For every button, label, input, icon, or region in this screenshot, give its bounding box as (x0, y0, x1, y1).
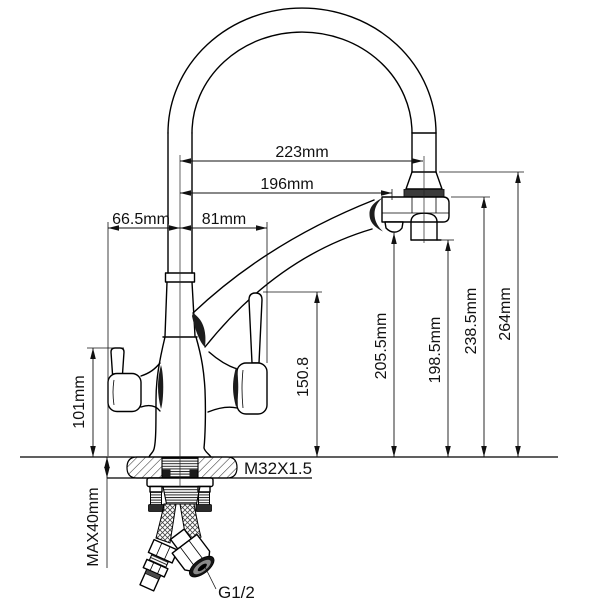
dim-label-196: 196mm (260, 176, 313, 193)
dim-label-81: 81mm (202, 211, 246, 228)
spout-head (369, 156, 450, 243)
hose-left (155, 503, 177, 544)
dim-label-198-5: 198.5mm (427, 317, 444, 384)
dimension-81mm: 81mm (180, 211, 268, 363)
dimension-238-5mm: 238.5mm (451, 196, 490, 457)
dimension-264mm: 264mm (439, 171, 524, 457)
left-handle-lever (110, 347, 125, 375)
dimension-101mm: 101mm (71, 347, 124, 457)
dimension-198-5mm: 198.5mm (427, 239, 454, 457)
swivel-joint (369, 197, 383, 232)
thread-spec-label: M32X1.5 (244, 459, 312, 478)
dim-label-101: 101mm (71, 375, 88, 428)
dimension-196mm: 196mm (180, 176, 393, 200)
spout-arm (192, 199, 375, 348)
faucet-body (148, 155, 212, 487)
dimension-150-8: 150.8 (263, 291, 322, 457)
dimension-66-5mm: 66.5mm (107, 211, 180, 456)
right-handle (207, 292, 268, 415)
dim-label-238-5: 238.5mm (463, 288, 480, 355)
dim-label-66-5: 66.5mm (112, 211, 170, 228)
mounting-stud-right (198, 491, 210, 506)
dim-label-223: 223mm (275, 144, 328, 161)
dim-label-150-8: 150.8 (295, 357, 312, 397)
mounting-stud-left (150, 491, 162, 506)
dimension-223mm: 223mm (180, 144, 423, 164)
dim-label-205-5: 205.5mm (373, 313, 390, 380)
mounting-nut-right (195, 504, 212, 512)
hose-fitting-left (139, 538, 179, 592)
shank-collar (162, 485, 201, 505)
connection-spec: G1/2 (204, 566, 255, 600)
connection-spec-label: G1/2 (218, 583, 255, 600)
dimension-205-5mm: 205.5mm (373, 233, 397, 457)
right-handle-body (236, 362, 268, 415)
right-handle-lever (248, 292, 263, 364)
left-handle (107, 347, 164, 413)
supply-hoses (155, 503, 202, 544)
dim-label-max40: MAX40mm (85, 487, 102, 566)
dim-label-264: 264mm (497, 287, 514, 340)
gooseneck-spout (167, 7, 437, 274)
mounting-nut-left (148, 504, 165, 512)
hose-fitting-right (169, 528, 215, 578)
dimension-max40mm: MAX40mm (85, 457, 110, 568)
